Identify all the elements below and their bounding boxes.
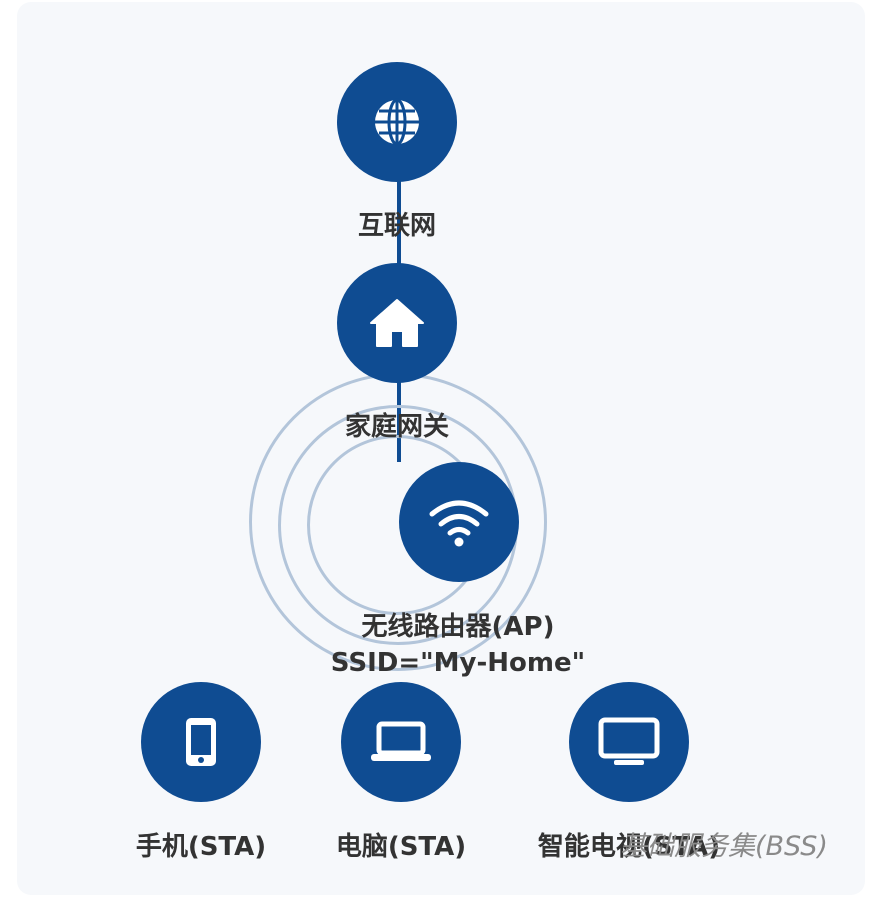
ap-label: 无线路由器(AP) (361, 612, 555, 642)
internet-gateway-link (397, 180, 401, 264)
phone-label: 手机(STA) (135, 832, 267, 862)
phone-node (141, 682, 261, 802)
ap-node (399, 462, 519, 582)
house-icon (370, 299, 424, 347)
phone-icon (186, 718, 216, 766)
internet-label: 互联网 (357, 211, 436, 241)
gateway-label: 家庭网关 (344, 412, 449, 442)
internet-node (337, 62, 457, 182)
laptop-label: 电脑(STA) (335, 832, 467, 862)
ap-ssid-label: SSID="My-Home" (330, 648, 586, 678)
wifi-icon (429, 500, 489, 547)
laptop-icon (371, 721, 431, 761)
gateway-node (337, 263, 457, 383)
tv-icon (598, 717, 660, 765)
bss-label: 基础服务集(BSS) (620, 831, 828, 862)
globe-icon (375, 98, 419, 146)
tv-node (569, 682, 689, 802)
laptop-node (341, 682, 461, 802)
tv-label: 智能电视(STA) (537, 832, 721, 862)
